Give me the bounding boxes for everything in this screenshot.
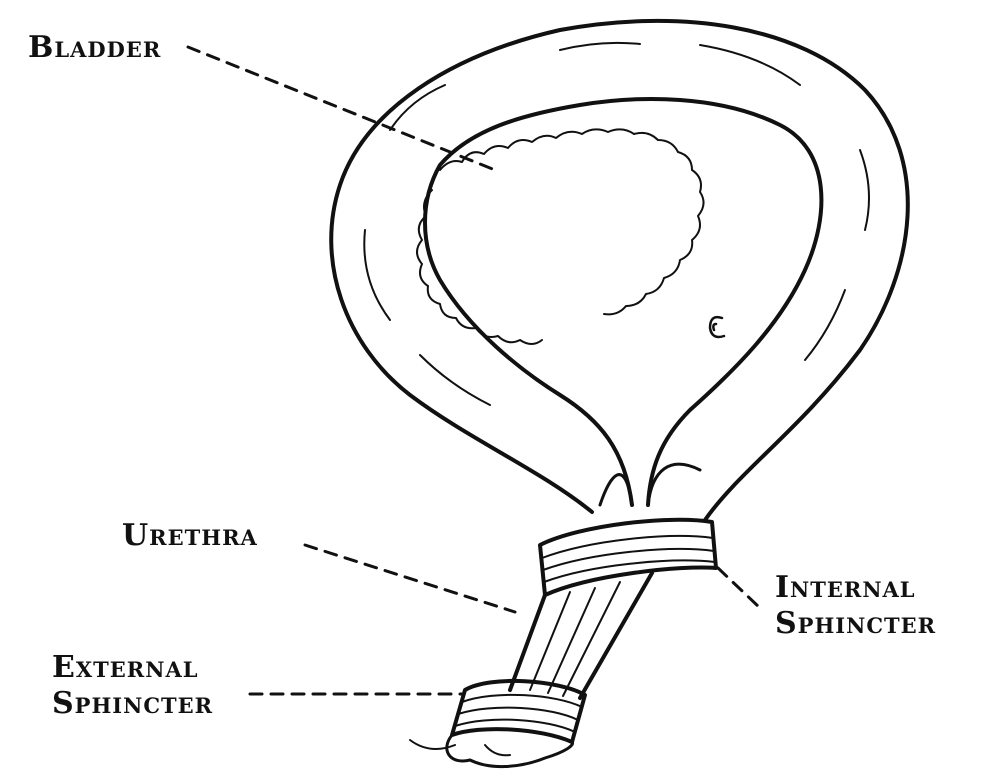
- external-sphincter-rings: [455, 695, 582, 732]
- bladder-leader-line: [188, 47, 495, 170]
- urethra-leader-line: [305, 545, 515, 612]
- internal-sphincter-leader-line: [718, 568, 760, 608]
- internal-sphincter-band: [540, 520, 716, 595]
- internal-sphincter-label-line-2: Sphincter: [775, 606, 936, 642]
- bladder-wall-folds: [440, 129, 704, 314]
- urethra-opening-detail: [410, 740, 510, 755]
- urethra-tube: [510, 573, 652, 698]
- bladder-label: Bladder: [28, 30, 161, 66]
- urethra-opening: [447, 735, 573, 767]
- urethra-label: Urethra: [122, 518, 258, 554]
- external-sphincter-label: External Sphincter: [52, 650, 213, 722]
- bladder-outer-creases: [364, 43, 869, 405]
- bladder-small-mark: [710, 317, 724, 337]
- bladder-neck-right: [648, 464, 700, 505]
- internal-sphincter-label-line-1: Internal: [775, 570, 936, 606]
- external-sphincter-label-line-1: External: [52, 650, 213, 686]
- bladder-outer-wall: [331, 21, 908, 520]
- internal-sphincter-label: Internal Sphincter: [775, 570, 936, 642]
- external-sphincter-label-line-2: Sphincter: [52, 686, 213, 722]
